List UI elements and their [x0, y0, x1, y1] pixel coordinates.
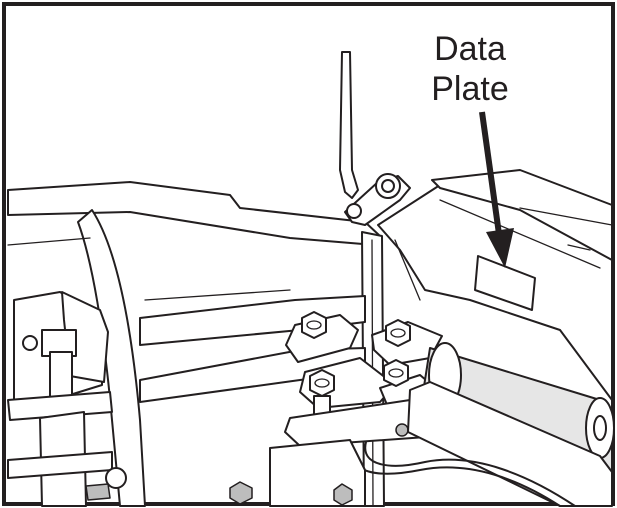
bolt-3: [309, 369, 335, 397]
cylinder-barrel: [407, 381, 613, 507]
base-nut-right: [333, 483, 353, 506]
lower-shelf: [139, 295, 366, 346]
machine-drawing: [7, 51, 615, 507]
bolt-4: [383, 359, 409, 387]
pivot-bolt: [346, 203, 362, 219]
hydraulic-hose-2: [364, 441, 576, 507]
housing-top-plate: [431, 169, 613, 261]
callout-arrow: [479, 111, 514, 268]
antenna-rod: [339, 51, 359, 199]
callout-label-line2: Plate: [431, 70, 509, 108]
base-nut-left: [229, 481, 253, 505]
data-plate: [474, 255, 536, 311]
carrier-bolt: [395, 423, 409, 437]
left-base-plate: [7, 391, 113, 421]
bolt-2: [385, 319, 411, 347]
cylinder-rod-eye-hole: [593, 415, 607, 441]
left-clevis-pin: [22, 335, 38, 351]
pivot-eye-inner: [381, 179, 395, 193]
left-port: [105, 467, 127, 489]
callout-label-line1: Data: [434, 30, 506, 68]
left-bracket-plate: [61, 291, 109, 383]
left-dish-rim: [77, 209, 146, 507]
callout-arrowhead: [486, 228, 514, 268]
hydraulic-fitting: [85, 483, 111, 501]
bolt-1: [301, 311, 327, 339]
